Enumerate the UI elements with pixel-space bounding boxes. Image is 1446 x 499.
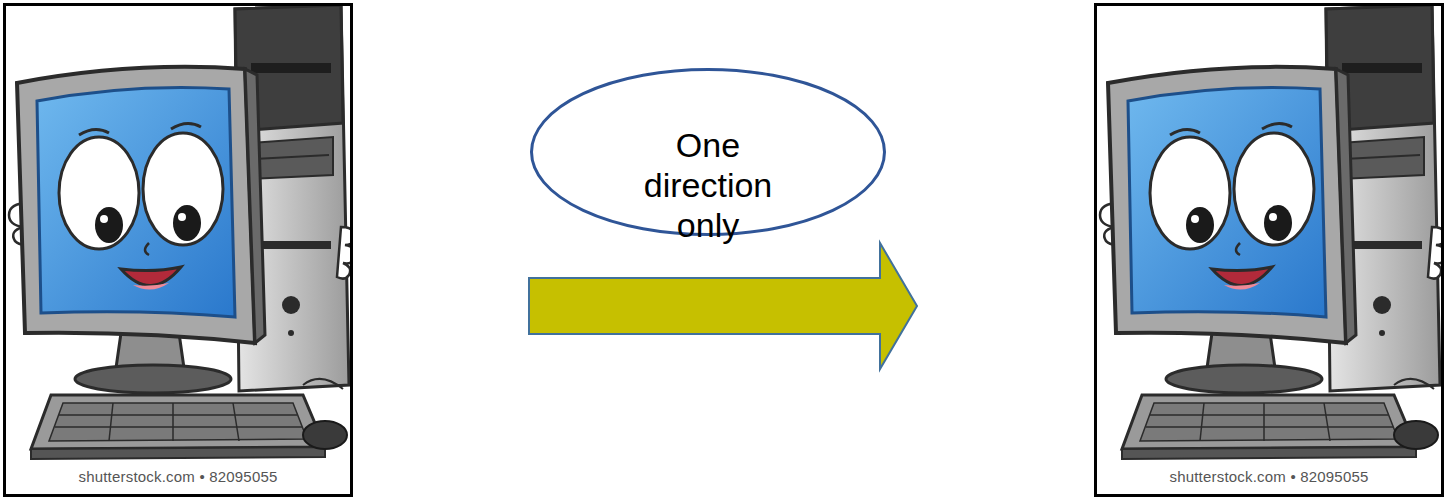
picture-frame: shutterstock.com • 82095055 xyxy=(3,3,353,497)
picture-frame: shutterstock.com • 82095055 xyxy=(1094,3,1444,497)
callout-text: One direction only xyxy=(628,125,788,245)
ellipse-callout: One direction only xyxy=(530,68,886,236)
computer-illustration xyxy=(1100,5,1446,459)
block-arrow xyxy=(529,243,917,369)
computer-illustration xyxy=(9,5,355,459)
watermark-text: shutterstock.com • 82095055 xyxy=(1169,468,1368,485)
watermark-text: shutterstock.com • 82095055 xyxy=(78,468,277,485)
